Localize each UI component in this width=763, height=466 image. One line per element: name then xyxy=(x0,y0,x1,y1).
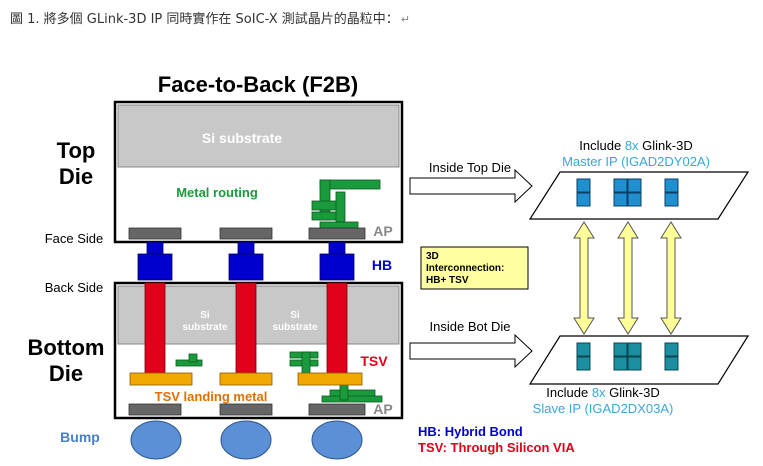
bottom-die: Si substrate Si substrate TSV TSV xyxy=(113,281,404,420)
bottom-si-small-2-line2: substrate xyxy=(272,322,317,333)
bottom-pad-2 xyxy=(219,403,273,416)
bumps xyxy=(130,420,363,460)
top-si-substrate xyxy=(117,104,400,168)
tsv-label: TSV xyxy=(360,353,388,369)
legend-hb: HB: Hybrid Bond xyxy=(418,424,523,439)
bot-include-label: Include 8x Glink-3D xyxy=(546,385,659,400)
tsv-landing-metal-label: TSV landing metal xyxy=(155,389,268,404)
metal-routing-label: Metal routing xyxy=(176,185,258,200)
top-die-label-line1: Top xyxy=(57,138,96,163)
interconnection-note xyxy=(420,246,529,290)
top-si-substrate-label: Si substrate xyxy=(202,130,282,146)
top-pad-1 xyxy=(128,227,182,240)
ap-top-label: AP xyxy=(373,223,392,239)
bump-label: Bump xyxy=(60,429,100,445)
inside-top-die-arrow xyxy=(409,168,533,204)
bump-1 xyxy=(130,420,182,460)
inside-top-die-label: Inside Top Die xyxy=(429,160,511,175)
back-side-label: Back Side xyxy=(45,280,104,295)
inside-bot-die-arrow xyxy=(409,333,533,369)
top-pad-2 xyxy=(219,227,273,240)
bottom-pad-3 xyxy=(308,403,366,416)
bottom-si-small-1-line2: substrate xyxy=(182,322,227,333)
top-die-label-line2: Die xyxy=(59,164,93,189)
top-pad-3 xyxy=(308,227,366,240)
bottom-si-small-2-line1: Si xyxy=(290,310,300,321)
bump-3 xyxy=(311,420,363,460)
metal-routing-icon xyxy=(311,179,381,229)
return-mark-icon: ↵ xyxy=(400,13,410,26)
top-include-label: Include 8x Glink-3D xyxy=(579,138,692,153)
connection-arrow-2 xyxy=(617,221,639,335)
connection-arrow-3 xyxy=(660,221,682,335)
tsv-pillars xyxy=(144,282,348,376)
figure-caption: 圖 1. 將多個 GLink-3D IP 同時實作在 SoIC-X 測試晶片的晶… xyxy=(10,8,410,27)
top-die: Si substrate Metal routing AP xyxy=(113,100,404,244)
master-ip-blocks xyxy=(576,178,679,207)
connection-arrow-1 xyxy=(573,221,595,335)
bottom-die-label-line2: Die xyxy=(49,361,83,386)
diagram-title: Face-to-Back (F2B) xyxy=(158,72,358,97)
bottom-pad-1 xyxy=(128,403,182,416)
inside-bot-die-label: Inside Bot Die xyxy=(430,319,511,334)
bot-ip-label: Slave IP (IGAD2DX03A) xyxy=(533,401,674,416)
interconnection-line1: 3D xyxy=(426,251,439,262)
tsv-landing-metal xyxy=(129,372,363,386)
vertical-connection-arrows xyxy=(573,221,682,335)
face-side-label: Face Side xyxy=(45,231,104,246)
hybrid-bonds xyxy=(137,241,355,281)
top-ip-label: Master IP (IGAD2DY02A) xyxy=(562,154,710,169)
bump-2 xyxy=(220,420,272,460)
bottom-die-label-line1: Bottom xyxy=(28,335,105,360)
caption-text: 圖 1. 將多個 GLink-3D IP 同時實作在 SoIC-X 測試晶片的晶… xyxy=(10,12,399,27)
interconnection-line3: HB+ TSV xyxy=(426,275,469,286)
ap-bottom-label: AP xyxy=(373,401,392,417)
bottom-si-small-1-line1: Si xyxy=(200,310,210,321)
hb-label: HB xyxy=(372,257,392,273)
slave-ip-blocks xyxy=(576,342,679,371)
legend-tsv: TSV: Through Silicon VIA xyxy=(418,440,575,455)
bottom-routing-icon xyxy=(175,351,383,403)
interconnection-line2: Interconnection: xyxy=(426,263,504,274)
